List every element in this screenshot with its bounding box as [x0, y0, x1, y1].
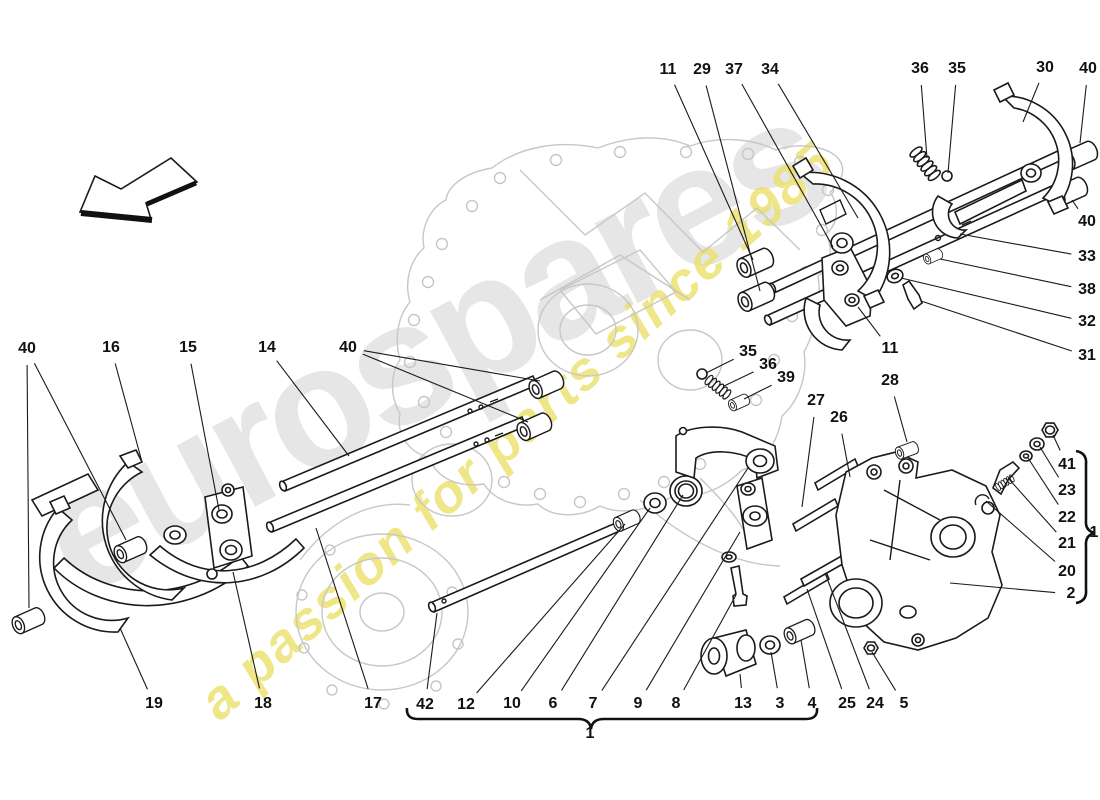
callout-22: 22	[1058, 509, 1076, 526]
callout-29: 29	[693, 61, 711, 78]
callout-40: 40	[18, 340, 36, 357]
callout-26: 26	[830, 409, 848, 426]
callout-42: 42	[416, 696, 434, 713]
callout-21: 21	[1058, 535, 1076, 552]
callout-11: 11	[881, 340, 899, 357]
direction-arrow-icon	[78, 156, 199, 223]
callout-13: 13	[734, 695, 752, 712]
callout-37: 37	[725, 61, 743, 78]
callout-9: 9	[633, 695, 643, 712]
callout-32: 32	[1078, 313, 1096, 330]
callout-40: 40	[1079, 60, 1097, 77]
callout-19: 19	[145, 695, 163, 712]
callout-6: 6	[548, 695, 558, 712]
group-braces	[405, 449, 1096, 730]
centre-shift-fork-and-hub	[791, 156, 891, 351]
callout-3: 3	[775, 695, 785, 712]
group-label-right: 1	[1089, 524, 1099, 541]
callout-17: 17	[364, 695, 382, 712]
housing-bolt-holes	[296, 145, 835, 710]
callout-35: 35	[739, 343, 757, 360]
detent-spring-ball-lower	[696, 368, 752, 413]
callout-7: 7	[588, 695, 598, 712]
callout-36: 36	[911, 60, 929, 77]
selector-yoke-assembly	[675, 426, 779, 607]
support-bracket	[829, 440, 1003, 651]
callout-10: 10	[503, 695, 521, 712]
callout-25: 25	[838, 695, 856, 712]
callout-38: 38	[1078, 281, 1096, 298]
callout-20: 20	[1058, 563, 1076, 580]
callout-leader-lines	[26, 82, 1087, 694]
callout-31: 31	[1078, 347, 1096, 364]
callout-30: 30	[1036, 59, 1054, 76]
actuation-rod-and-rollers	[427, 475, 703, 614]
bottom-group-brace	[405, 707, 819, 730]
callout-41: 41	[1058, 456, 1076, 473]
callout-18: 18	[254, 695, 272, 712]
callout-27: 27	[807, 392, 825, 409]
group-label-bottom: 1	[585, 725, 595, 742]
callout-4: 4	[807, 695, 817, 712]
screw-washer-bolt-set	[886, 247, 945, 311]
callout-5: 5	[899, 695, 909, 712]
callout-14: 14	[258, 339, 276, 356]
callout-11: 11	[659, 61, 677, 78]
callout-36: 36	[759, 356, 777, 373]
callout-24: 24	[866, 695, 884, 712]
callout-34: 34	[761, 61, 779, 78]
studs-and-nut	[782, 457, 879, 655]
callout-40: 40	[339, 339, 357, 356]
roller-washer-spacer-set	[700, 616, 818, 678]
callout-2: 2	[1066, 585, 1076, 602]
detent-spring-ball-upper	[907, 144, 953, 184]
callout-33: 33	[1078, 248, 1096, 265]
callout-39: 39	[777, 369, 795, 386]
callout-28: 28	[881, 372, 899, 389]
adjuster-screw-set	[974, 422, 1059, 506]
gearbox-housing-outline	[295, 137, 844, 710]
callout-12: 12	[457, 696, 475, 713]
callout-15: 15	[179, 339, 197, 356]
callout-40: 40	[1078, 213, 1096, 230]
left-shift-forks	[8, 448, 306, 637]
callout-16: 16	[102, 339, 120, 356]
selector-rods-left	[265, 368, 567, 534]
callout-8: 8	[671, 695, 681, 712]
callout-35: 35	[948, 60, 966, 77]
right-group-brace	[1075, 449, 1096, 605]
right-shift-fork	[931, 81, 1074, 239]
callout-23: 23	[1058, 482, 1076, 499]
